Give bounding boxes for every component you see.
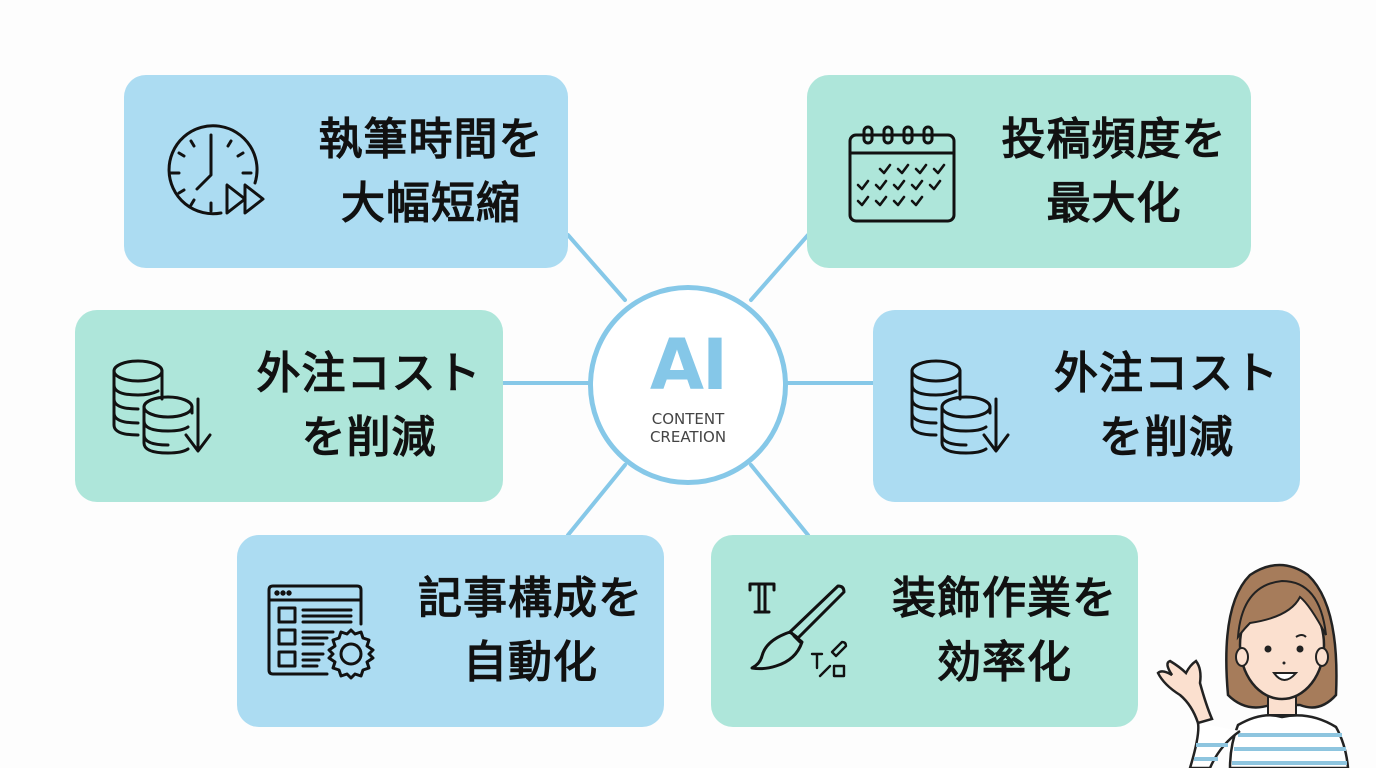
card-label: 装飾作業を 効率化 (871, 567, 1138, 695)
connector-top-right (749, 233, 810, 302)
card-label-line1: 装飾作業を (892, 573, 1117, 624)
card-label-line1: 執筆時間を (318, 113, 544, 165)
card-post-frequency: 投稿頻度を 最大化 (807, 75, 1251, 268)
card-label-line1: 外注コスト (1054, 348, 1279, 399)
card-label-line2: を削減 (301, 412, 437, 463)
card-decoration-work: 装飾作業を 効率化 (711, 535, 1138, 727)
ai-hub-circle: AI CONTENT CREATION (588, 285, 788, 485)
card-label: 投稿頻度を 最大化 (977, 108, 1251, 236)
article-layout-gear-icon (237, 576, 397, 686)
card-outsourcing-cost-right: 外注コスト を削減 (873, 310, 1300, 502)
card-label: 外注コスト を削減 (1033, 342, 1300, 470)
card-label: 外注コスト を削減 (235, 342, 503, 470)
card-label-line1: 投稿頻度を (1001, 113, 1227, 165)
connector-bottom-right (749, 463, 810, 537)
paintbrush-text-format-icon (711, 576, 871, 686)
card-article-structure: 記事構成を 自動化 (237, 535, 664, 727)
hub-title: AI (649, 324, 728, 406)
card-label-line2: を削減 (1099, 412, 1234, 463)
connector-bottom-left (566, 463, 627, 537)
hub-subtitle-line2: CREATION (649, 428, 727, 446)
card-label-line2: 大幅短縮 (341, 177, 521, 229)
card-writing-time: 執筆時間を 大幅短縮 (124, 75, 568, 268)
coins-down-arrow-icon (873, 351, 1033, 461)
clock-fast-forward-icon (124, 117, 294, 227)
card-label-line2: 最大化 (1046, 177, 1182, 229)
woman-presenting-illustration (1156, 563, 1350, 768)
card-label: 記事構成を 自動化 (397, 567, 664, 695)
connector-top-left (566, 233, 627, 302)
coins-down-arrow-icon (75, 351, 235, 461)
calendar-checks-icon (807, 117, 977, 227)
hub-subtitle: CONTENT CREATION (650, 410, 726, 446)
card-label-line2: 自動化 (463, 637, 598, 688)
card-outsourcing-cost-left: 外注コスト を削減 (75, 310, 503, 502)
card-label-line1: 外注コスト (256, 348, 482, 399)
hub-subtitle-line1: CONTENT (651, 410, 725, 428)
card-label: 執筆時間を 大幅短縮 (294, 108, 568, 236)
card-label-line2: 効率化 (937, 637, 1072, 688)
card-label-line1: 記事構成を (418, 573, 643, 624)
